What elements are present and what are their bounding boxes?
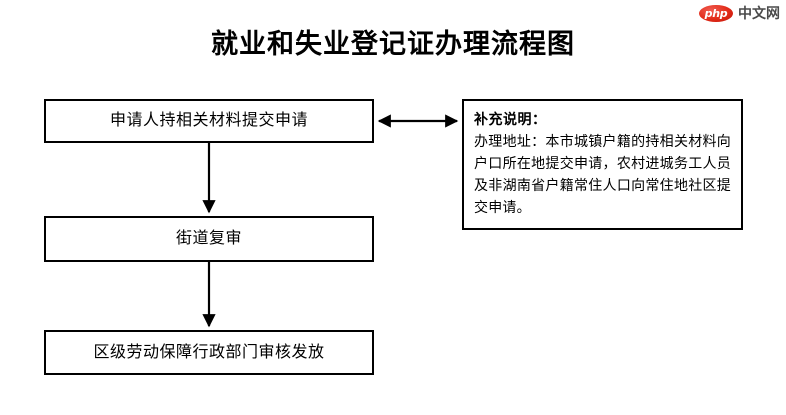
flow-node-apply[interactable]: 申请人持相关材料提交申请 [44, 99, 374, 143]
page-title: 就业和失业登记证办理流程图 [211, 29, 575, 59]
flow-node-review[interactable]: 街道复审 [44, 216, 374, 262]
flow-node-issue[interactable]: 区级劳动保障行政部门审核发放 [44, 330, 374, 375]
flow-node-apply-label: 申请人持相关材料提交申请 [109, 112, 308, 129]
note-body: 办理地址：本市城镇户籍的持相关材料向户口所在地提交申请，农村进城务工人员及非湖南… [474, 133, 731, 215]
supplementary-note-box: 补充说明： 办理地址：本市城镇户籍的持相关材料向户口所在地提交申请，农村进城务工… [462, 99, 743, 230]
flow-node-review-label: 街道复审 [175, 230, 242, 247]
php-logo-icon: php [699, 4, 733, 22]
flow-node-issue-label: 区级劳动保障行政部门审核发放 [93, 343, 325, 361]
watermark-site-name: 中文网 [738, 4, 780, 21]
note-title: 补充说明： [474, 111, 547, 127]
site-watermark: php 中文网 [699, 3, 780, 23]
